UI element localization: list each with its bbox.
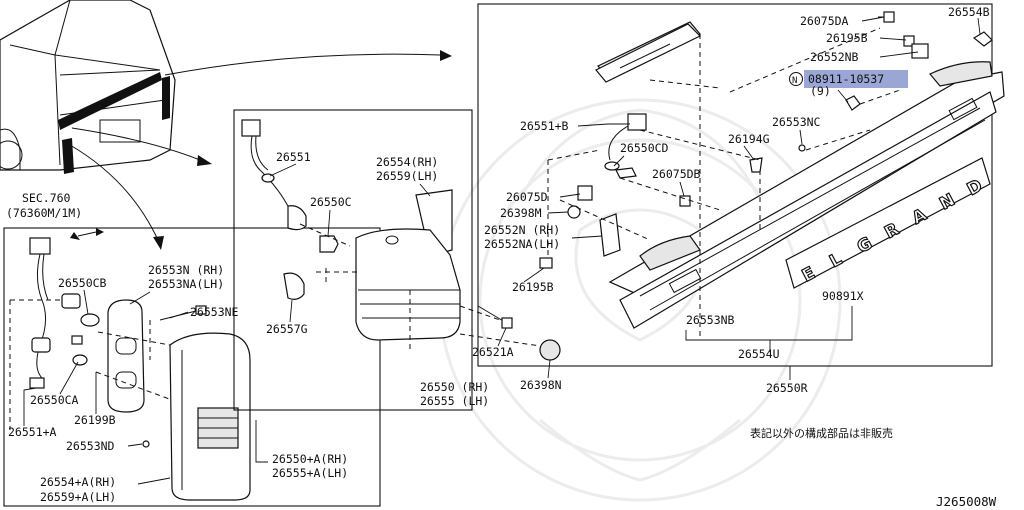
label-26194g: 26194G — [728, 132, 770, 146]
vehicle-rear-view — [0, 0, 176, 174]
label-26554u: 26554U — [738, 347, 780, 361]
label-26550: 26550 (RH) — [420, 380, 489, 394]
label-26552n: 26552N (RH) — [484, 223, 560, 237]
label-26553nd: 26553ND — [66, 439, 115, 453]
panel-lower-left — [3, 227, 381, 507]
label-26550r: 26550R — [766, 381, 808, 395]
label-26553n: 26553N (RH) — [148, 263, 224, 277]
label-sec-760-ref: (76360M/1M) — [6, 206, 82, 220]
label-26557g: 26557G — [266, 322, 308, 336]
label-26554a: 26554+A(RH) — [40, 475, 116, 489]
label-26554: 26554(RH) — [376, 155, 438, 169]
label-26551a: 26551+A — [8, 425, 57, 439]
callout-arrows — [69, 50, 452, 250]
label-26552nb: 26552NB — [810, 50, 859, 64]
label-26195b-bot: 26195B — [512, 280, 554, 294]
highlight-n-circle — [789, 72, 803, 86]
leaders-right — [523, 16, 981, 380]
label-26559: 26559(LH) — [376, 169, 438, 183]
label-26553na: 26553NA(LH) — [148, 277, 224, 291]
label-26521a: 26521A — [472, 345, 514, 359]
diagram-id: J265008W — [936, 494, 997, 509]
label-26398m: 26398M — [500, 206, 542, 220]
label-26550a: 26550+A(RH) — [272, 452, 348, 466]
label-26075da: 26075DA — [800, 14, 849, 28]
label-26559a: 26559+A(LH) — [40, 490, 116, 504]
label-90891x: 90891X — [822, 289, 864, 303]
label-26398n: 26398N — [520, 378, 562, 392]
label-26553nc: 26553NC — [772, 115, 821, 129]
label-26550c: 26550C — [310, 195, 352, 209]
label-26551b: 26551+B — [520, 119, 569, 133]
panel-middle — [233, 109, 473, 411]
leaders-middle — [269, 163, 551, 379]
label-26553ne: 26553NE — [190, 305, 239, 319]
assembly-middle — [241, 119, 561, 361]
note-japanese: 表記以外の構成部品は非販売 — [750, 426, 893, 440]
highlight-prefix: N — [792, 76, 797, 86]
label-26550cb: 26550CB — [58, 276, 107, 290]
panel-right — [477, 3, 993, 367]
leaders-lower-left — [23, 289, 268, 485]
label-26075db: 26075DB — [652, 167, 701, 181]
label-26554b: 26554B — [948, 5, 990, 19]
label-26199b: 26199B — [74, 413, 116, 427]
label-sec-760: SEC.760 — [22, 191, 71, 205]
label-26555a: 26555+A(LH) — [272, 466, 348, 480]
label-26551: 26551 — [276, 150, 311, 164]
watermark-emblem — [438, 98, 842, 502]
highlight-box — [804, 70, 908, 88]
label-26553nb: 26553NB — [686, 313, 735, 327]
highlight-qty: (9) — [810, 84, 831, 98]
label-26550ca: 26550CA — [30, 393, 79, 407]
label-26195b-top: 26195B — [826, 31, 868, 45]
label-26555: 26555 (LH) — [420, 394, 489, 408]
highlight-part-number: 08911-10537 — [808, 72, 884, 86]
label-26075d: 26075D — [506, 190, 548, 204]
assembly-lower-left — [9, 237, 251, 501]
label-26552na: 26552NA(LH) — [484, 237, 560, 251]
assembly-right — [539, 11, 1005, 338]
label-26550cd: 26550CD — [620, 141, 669, 155]
